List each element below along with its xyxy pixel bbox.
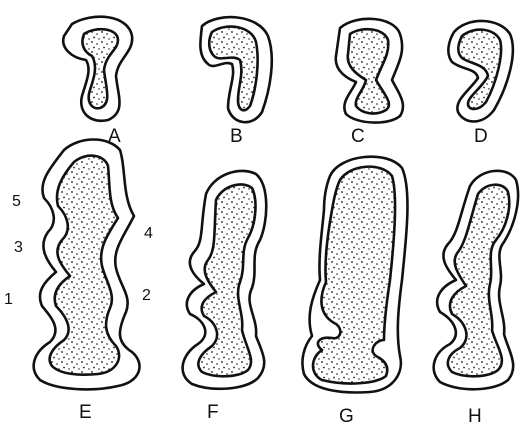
mark-1: 1 [4,291,13,308]
outline-D [448,21,512,122]
outline-G [302,157,407,393]
label-H: H [468,406,482,427]
label-C: C [351,126,365,147]
label-G: G [339,406,354,427]
label-F: F [207,402,219,423]
label-A: A [108,126,121,147]
label-E: E [79,402,92,423]
mark-5: 5 [12,193,21,210]
outline-E [34,140,140,390]
mark-4: 4 [144,225,153,242]
outline-A [63,17,132,121]
label-B: B [230,126,243,147]
outline-F [183,171,267,389]
mark-2: 2 [142,287,151,304]
mark-3: 3 [14,239,23,256]
label-D: D [474,126,488,147]
outline-B [200,17,271,122]
outline-C [336,19,403,123]
outline-H [434,171,518,389]
